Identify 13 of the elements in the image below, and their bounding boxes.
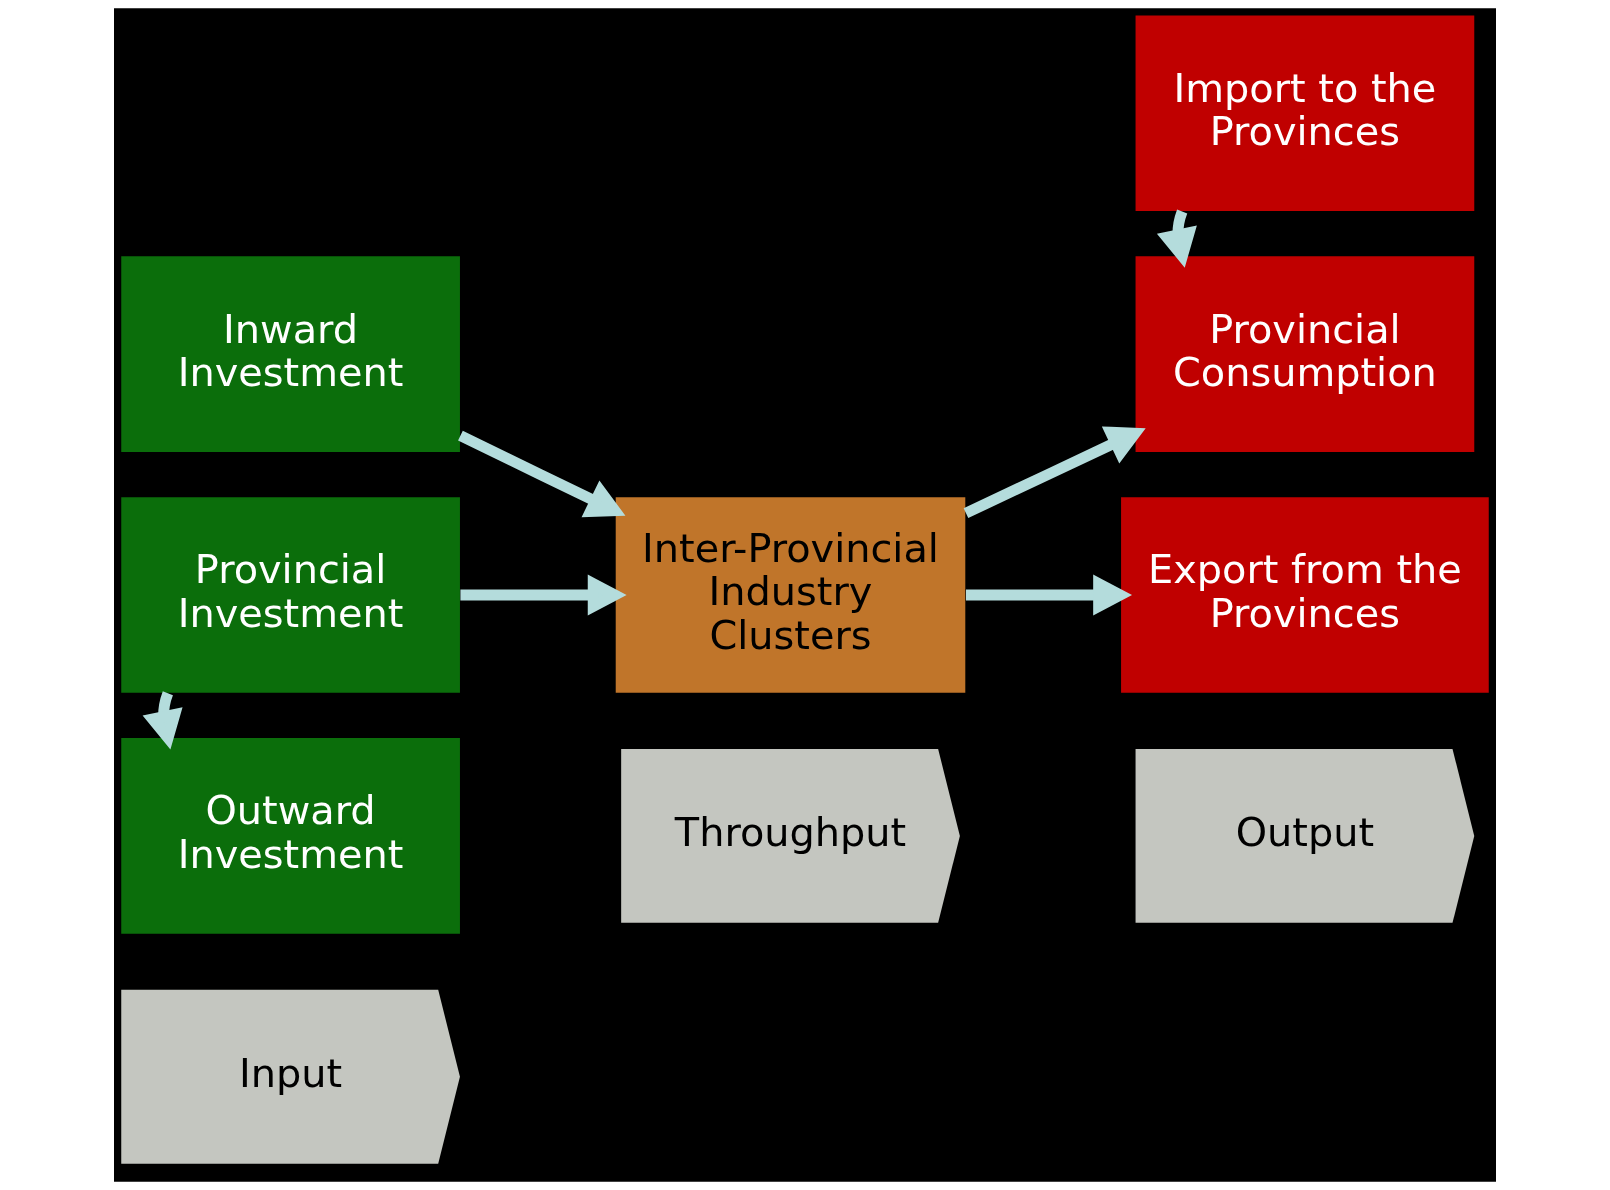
node-box: Inward Investment xyxy=(121,256,460,452)
arrow xyxy=(460,574,627,616)
arrow xyxy=(142,691,183,750)
node-box: Outward Investment xyxy=(121,738,460,934)
node-box: Import to the Provinces xyxy=(1135,15,1475,211)
node-box: Export from the Provinces xyxy=(1121,497,1489,693)
arrow xyxy=(458,430,626,518)
arrow xyxy=(963,426,1146,519)
node-box: Inter-Provincial Industry Clusters xyxy=(615,497,966,693)
node-box: Provincial Investment xyxy=(121,497,460,693)
node-box: Provincial Consumption xyxy=(1135,256,1475,452)
arrow xyxy=(1156,209,1197,268)
arrow xyxy=(965,574,1133,616)
